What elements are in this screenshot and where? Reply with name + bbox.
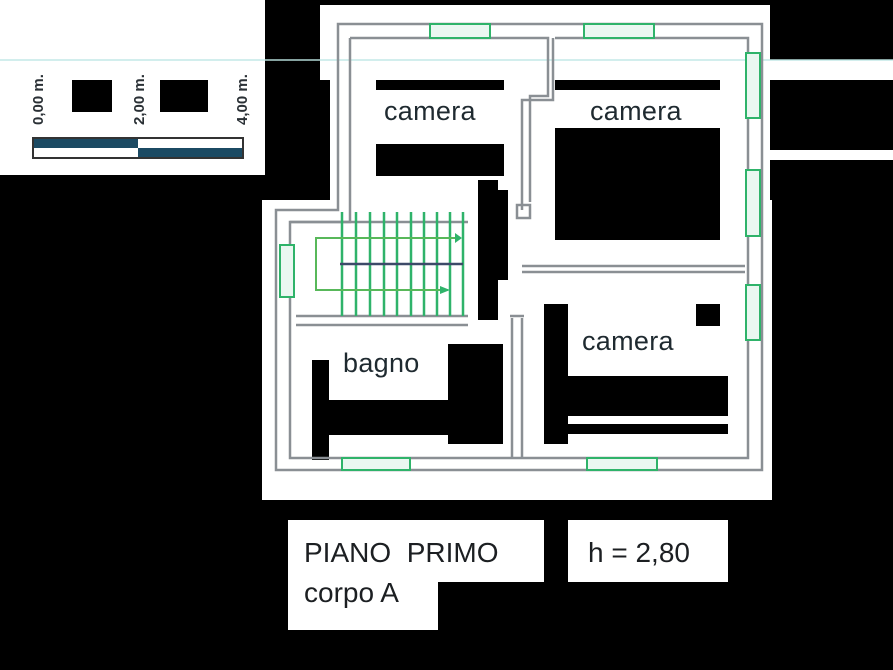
room-label-bagno: bagno	[343, 348, 420, 378]
floor-height: h = 2,80	[588, 537, 690, 568]
room-label-camera-bottom-right: camera	[582, 326, 674, 356]
room-label-camera-top-right: camera	[590, 96, 682, 126]
floor-title: PIANO PRIMO	[304, 537, 499, 568]
scale-bar	[32, 137, 244, 159]
caption-panel	[288, 520, 544, 582]
room-label-camera-top-left: camera	[384, 96, 476, 126]
block-name: corpo A	[304, 577, 399, 608]
